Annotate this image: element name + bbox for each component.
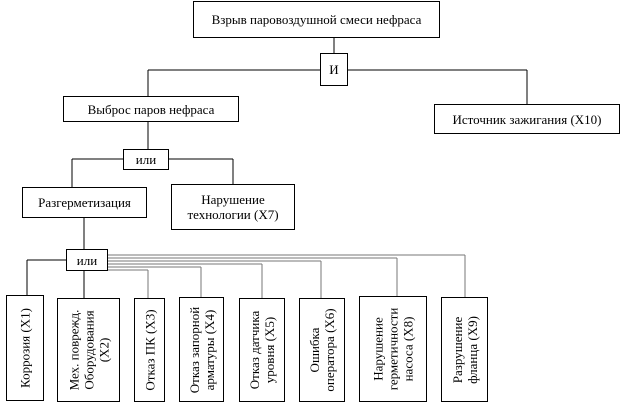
or-gate-2: или [66, 249, 108, 271]
vapor-release-box: Выброс паров нефраса [63, 96, 239, 122]
cause-label-x6: Ошибка оператора (X6) [307, 308, 337, 392]
vapor-release-label: Выброс паров нефраса [87, 101, 215, 117]
ignition-source-label: Источник зажигания (X10) [452, 111, 602, 127]
cause-box-x2: Мех. поврежд. Оборудования (X2) [57, 298, 120, 402]
cause-label-x9: Разрушение фланца (X9) [449, 315, 480, 384]
top-event-label: Взрыв паровоздушной смеси нефраса [211, 12, 422, 27]
cause-label-x1: Коррозия (X1) [17, 308, 33, 388]
cause-label-x3: Отказ ПК (X3) [142, 309, 157, 391]
tech-violation-box: Нарушение технологии (X7) [171, 184, 295, 230]
ignition-source-box: Источник зажигания (X10) [434, 104, 620, 134]
cause-box-x8: Нарушение герметичности насоса (X8) [359, 296, 427, 402]
cause-box-x1: Коррозия (X1) [6, 295, 44, 401]
or-gate-1-label: или [135, 152, 157, 167]
or-gate-1: или [123, 149, 169, 170]
cause-label-x4: Отказ запорной арматуры (X4) [186, 306, 217, 393]
depressurization-box: Разгерметизация [22, 187, 147, 218]
and-gate: И [320, 53, 348, 86]
cause-label-x2: Мех. поврежд. Оборудования (X2) [66, 309, 111, 391]
or-gate-2-label: или [76, 252, 98, 268]
cause-box-x6: Ошибка оператора (X6) [299, 298, 345, 402]
cause-label-x5: Отказ датчика уровня (X5) [247, 310, 277, 390]
cause-box-x9: Разрушение фланца (X9) [441, 297, 488, 402]
depressurization-label: Разгерметизация [38, 195, 131, 210]
cause-box-x3: Отказ ПК (X3) [134, 298, 165, 402]
cause-label-x8: Нарушение герметичности насоса (X8) [370, 307, 416, 391]
cause-box-x4: Отказ запорной арматуры (X4) [179, 297, 224, 402]
top-event-box: Взрыв паровоздушной смеси нефраса [193, 1, 440, 38]
cause-box-x5: Отказ датчика уровня (X5) [239, 298, 285, 402]
tech-violation-label: Нарушение технологии (X7) [187, 192, 279, 222]
and-gate-label: И [329, 62, 339, 77]
